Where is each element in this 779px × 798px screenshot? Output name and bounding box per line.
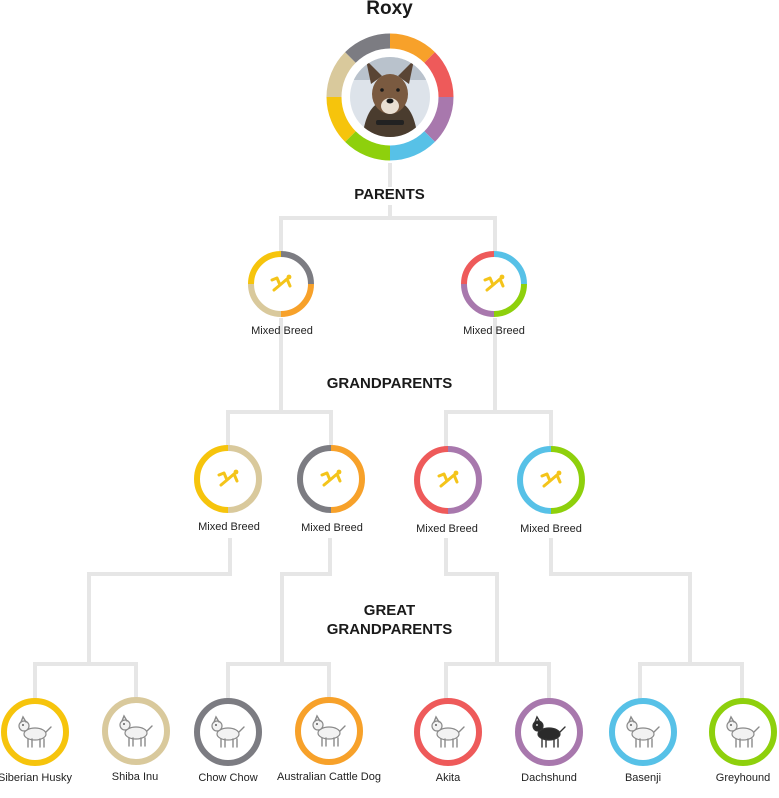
paw-icon bbox=[270, 274, 292, 292]
great-grandparent-8-node bbox=[709, 698, 777, 766]
ring-segment bbox=[227, 445, 262, 513]
chow-chow-icon bbox=[211, 715, 245, 748]
section-great-grandparents-heading: GREAT GRANDPARENTS bbox=[326, 602, 453, 638]
parent-2-label: Mixed Breed bbox=[463, 325, 525, 337]
great-grandparent-8-label: Greyhound bbox=[715, 772, 771, 784]
dog-name: Roxy bbox=[366, 0, 413, 19]
great-grandparent-5-label: Akita bbox=[435, 772, 461, 784]
ring-segment bbox=[248, 251, 282, 285]
main-portrait-ring bbox=[326, 33, 454, 161]
ring-segment bbox=[280, 251, 314, 285]
grandparent-3-label: Mixed Breed bbox=[416, 523, 478, 535]
great-grandparent-4-node bbox=[295, 697, 363, 765]
dog-photo bbox=[350, 57, 430, 137]
great-grandparent-1-label: Siberian Husky bbox=[0, 772, 72, 784]
ring-segment bbox=[248, 283, 282, 317]
great-grandparent-4-label: Australian Cattle Dog bbox=[277, 771, 381, 783]
ring-segment bbox=[280, 283, 314, 317]
ring-segment bbox=[461, 283, 495, 317]
paw-icon bbox=[320, 469, 342, 487]
great-grandparent-5-node bbox=[414, 698, 482, 766]
ring-segment bbox=[330, 445, 365, 513]
ring-segment bbox=[326, 52, 356, 98]
ring-segment bbox=[345, 33, 391, 63]
ring-segment bbox=[326, 96, 356, 142]
great-grandparent-6-node bbox=[515, 698, 583, 766]
paw-icon bbox=[483, 274, 505, 292]
dachshund-icon bbox=[532, 715, 566, 748]
ring-segment bbox=[414, 446, 449, 514]
ring-segment bbox=[194, 445, 229, 513]
parent-1-node bbox=[248, 251, 314, 317]
paw-icon bbox=[540, 470, 562, 488]
grandparent-3-node bbox=[414, 446, 482, 514]
grandparent-4-node bbox=[517, 446, 585, 514]
parent-2-node bbox=[461, 251, 527, 317]
great-grandparent-2-node bbox=[102, 697, 170, 765]
paw-icon bbox=[217, 469, 239, 487]
ring-segment bbox=[424, 96, 454, 142]
grandparent-1-node bbox=[194, 445, 262, 513]
paw-icon bbox=[437, 470, 459, 488]
siberian-husky-icon bbox=[18, 715, 52, 748]
ring-segment bbox=[297, 445, 332, 513]
great-grandparent-3-label: Chow Chow bbox=[198, 772, 258, 784]
ring-segment bbox=[389, 33, 435, 63]
basenji-icon bbox=[626, 715, 660, 748]
great-grandparent-2-label: Shiba Inu bbox=[111, 771, 159, 783]
grandparent-1-label: Mixed Breed bbox=[198, 521, 260, 533]
great-grandparent-7-node bbox=[609, 698, 677, 766]
ring-segment bbox=[345, 131, 391, 161]
greyhound-icon bbox=[726, 715, 760, 748]
ring-segment bbox=[424, 52, 454, 98]
ring-segment bbox=[447, 446, 482, 514]
ring-segment bbox=[550, 446, 585, 514]
great-grandparent-1-node bbox=[1, 698, 69, 766]
parent-1-label: Mixed Breed bbox=[251, 325, 313, 337]
australian-cattle-dog-icon bbox=[312, 714, 346, 747]
grandparent-2-label: Mixed Breed bbox=[301, 522, 363, 534]
great-grandparent-3-node bbox=[194, 698, 262, 766]
ring-segment bbox=[493, 251, 527, 285]
ring-segment bbox=[389, 131, 435, 161]
shiba-inu-icon bbox=[119, 714, 153, 747]
grandparent-2-node bbox=[297, 445, 365, 513]
ring-segment bbox=[461, 251, 495, 285]
tree-nodes bbox=[1, 33, 777, 766]
great-grandparent-6-label: Dachshund bbox=[521, 772, 577, 784]
ring-segment bbox=[517, 446, 552, 514]
grandparent-4-label: Mixed Breed bbox=[520, 523, 582, 535]
connector-lines bbox=[33, 163, 744, 700]
section-parents-heading: PARENTS bbox=[354, 186, 425, 203]
section-grandparents-heading: GRANDPARENTS bbox=[326, 375, 453, 392]
great-grandparent-7-label: Basenji bbox=[624, 772, 662, 784]
ring-segment bbox=[493, 283, 527, 317]
akita-icon bbox=[431, 715, 465, 748]
